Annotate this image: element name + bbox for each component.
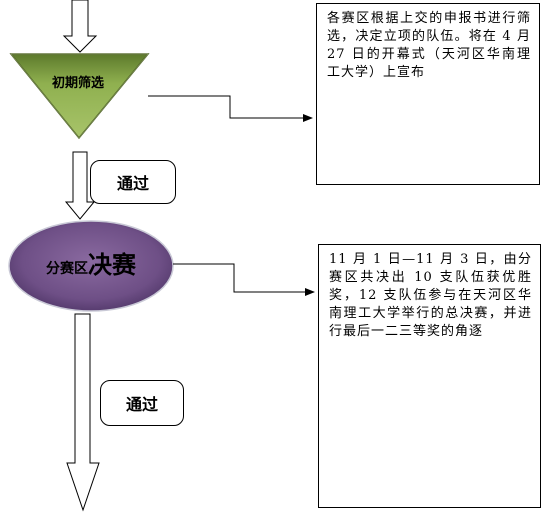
note-box-2: 11 月 1 日—11 月 3 日，由分赛区共决出 10 支队伍获优胜奖，12 …	[318, 244, 541, 508]
bottom-down-arrow-icon	[66, 313, 100, 512]
stage2-label-small: 分赛区	[46, 260, 88, 277]
pass-label-1: 通过	[90, 160, 176, 204]
stage-triangle	[9, 53, 150, 140]
connector-2-elbow-arrow-icon	[173, 263, 315, 296]
top-down-arrow-icon	[62, 0, 98, 53]
pass-label-2: 通过	[100, 380, 184, 426]
stage2-label: 分赛区决赛	[46, 251, 137, 279]
note-box-1: 各赛区根据上交的申报书进行筛选，决定立项的队伍。将在 4 月 27 日的开幕式（…	[316, 3, 540, 185]
stage2-label-large: 决赛	[88, 251, 137, 279]
middle-down-arrow-icon	[64, 151, 96, 220]
stage1-label: 初期筛选	[52, 75, 104, 91]
stage-oval	[8, 220, 174, 312]
connector-1-elbow-arrow-icon	[148, 95, 313, 122]
